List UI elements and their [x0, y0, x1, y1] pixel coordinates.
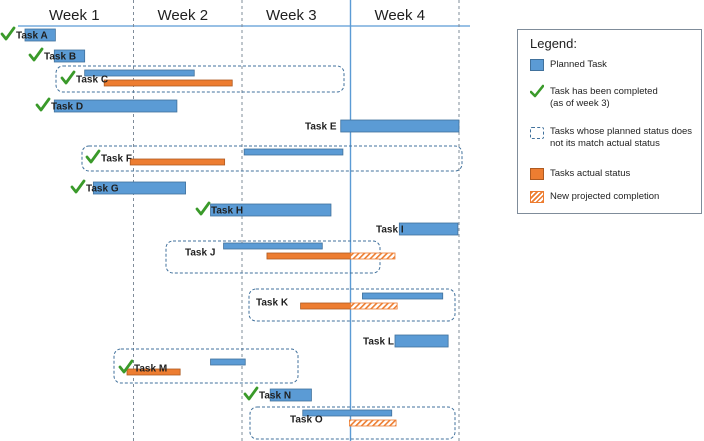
task-k-label: Task K	[256, 298, 289, 309]
task-m-mismatch-outline	[113, 348, 299, 384]
task-f-label: Task F	[101, 154, 132, 165]
task-e-label: Task E	[305, 122, 337, 133]
task-f-check-icon	[85, 149, 101, 164]
task-j-planned-bar	[223, 242, 323, 250]
task-c-actual-bar	[103, 79, 233, 87]
hatch-swatch	[530, 191, 544, 203]
week-label-1: Week 1	[49, 7, 100, 24]
task-m-check-icon	[118, 359, 134, 374]
task-d-planned-bar	[53, 99, 178, 113]
task-g-check-icon	[70, 179, 86, 194]
task-i-label: Task I	[376, 225, 404, 236]
task-f-planned-bar	[243, 148, 344, 156]
legend: Legend: Planned Task Task has been compl…	[517, 29, 702, 214]
task-g-planned-bar	[92, 181, 186, 195]
mismatch-outlines	[55, 65, 463, 440]
task-l-label: Task L	[363, 337, 394, 348]
task-b-planned-bar	[53, 49, 86, 63]
week-grid: Week 1 Week 2 Week 3 Week 4	[18, 0, 470, 441]
task-o-mismatch-outline	[249, 406, 456, 440]
week-label-2: Week 2	[157, 7, 208, 24]
task-b-check-icon	[28, 47, 44, 62]
legend-text-actual: Tasks actual status	[550, 168, 631, 179]
task-o-planned-bar	[302, 409, 393, 417]
task-h-check-icon	[195, 201, 211, 216]
task-n-check-icon	[243, 386, 259, 401]
task-k-projected-bar	[350, 302, 398, 310]
task-i-planned-bar	[398, 222, 459, 236]
check-icon	[530, 84, 544, 98]
task-o-label: Task O	[290, 415, 323, 426]
task-m-label: Task M	[134, 364, 167, 375]
actual-swatch	[530, 168, 544, 180]
task-c-label: Task C	[76, 75, 108, 86]
task-a-check-icon	[0, 26, 16, 41]
task-e-planned-bar	[340, 119, 460, 133]
task-h-planned-bar	[210, 203, 332, 217]
task-c-mismatch-outline	[55, 65, 345, 93]
task-k-planned-bar	[362, 292, 444, 300]
task-f-actual-bar	[129, 158, 226, 166]
task-c-planned-bar	[84, 69, 195, 77]
task-c-check-icon	[60, 70, 76, 85]
task-j-actual-bar	[266, 252, 351, 260]
planned-swatch	[530, 59, 544, 71]
task-d-check-icon	[35, 97, 51, 112]
legend-text-mismatch: Tasks whose planned status does not its …	[550, 126, 693, 149]
task-b-label: Task B	[44, 52, 76, 63]
task-a-label: Task A	[16, 31, 48, 42]
week-label-3: Week 3	[266, 7, 317, 24]
task-bars	[24, 28, 460, 427]
task-a-planned-bar	[24, 28, 56, 42]
task-j-label: Task J	[185, 248, 215, 259]
legend-text-completed: Task has been completed (as of week 3)	[550, 86, 658, 109]
task-labels: Task A Task B Task C Task D Task E Task F Task…	[0, 26, 404, 426]
task-o-projected-bar	[349, 419, 397, 427]
task-m-planned-bar	[210, 358, 246, 366]
legend-title: Legend:	[530, 36, 577, 51]
legend-text-projected: New projected completion	[550, 191, 660, 202]
dashed-outline-swatch	[530, 127, 544, 139]
task-k-actual-bar	[300, 302, 351, 310]
task-f-mismatch-outline	[81, 145, 463, 172]
task-g-label: Task G	[86, 184, 119, 195]
task-l-planned-bar	[394, 334, 449, 348]
legend-text-planned: Planned Task	[550, 59, 607, 70]
week-label-4: Week 4	[374, 7, 425, 24]
task-k-mismatch-outline	[248, 288, 456, 322]
task-m-actual-bar	[126, 368, 181, 376]
task-n-planned-bar	[269, 388, 312, 402]
task-j-mismatch-outline	[165, 240, 381, 274]
task-d-label: Task D	[51, 102, 83, 113]
task-j-projected-bar	[350, 252, 396, 260]
task-h-label: Task H	[211, 206, 243, 217]
task-n-label: Task N	[259, 391, 291, 402]
